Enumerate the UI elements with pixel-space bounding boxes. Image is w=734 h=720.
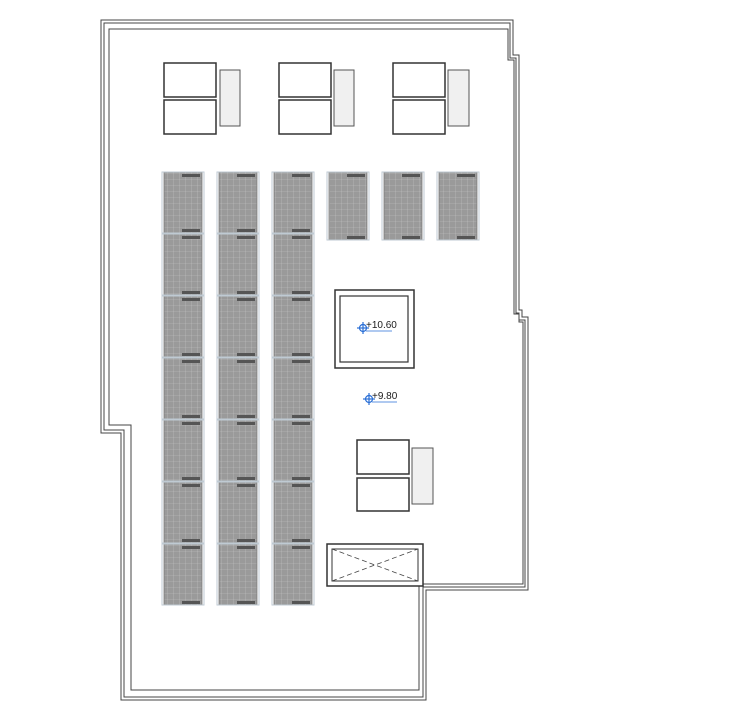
level-marker: +10.60 bbox=[357, 320, 397, 334]
solar-panel bbox=[216, 357, 260, 420]
solar-panel bbox=[271, 233, 315, 296]
hvac-unit bbox=[356, 439, 434, 512]
solar-panel bbox=[161, 233, 205, 296]
level-marker-icon bbox=[357, 322, 369, 334]
roof-outline bbox=[100, 19, 529, 701]
solar-panel bbox=[216, 171, 260, 234]
solar-panel bbox=[271, 419, 315, 482]
level-label: +10.60 bbox=[366, 320, 397, 331]
level-marker-icon bbox=[363, 393, 375, 405]
solar-panel bbox=[216, 481, 260, 544]
solar-panel-array bbox=[161, 171, 480, 606]
solar-panel bbox=[271, 295, 315, 358]
solar-panel bbox=[161, 419, 205, 482]
solar-column bbox=[271, 171, 315, 606]
solar-column bbox=[436, 171, 480, 241]
roof-outline-inner bbox=[108, 28, 524, 691]
hvac-unit bbox=[163, 62, 241, 135]
solar-panel bbox=[436, 171, 480, 241]
roof-outline-outer bbox=[100, 19, 529, 701]
solar-panel bbox=[326, 171, 370, 241]
x-cross-icon bbox=[331, 548, 419, 582]
hvac-unit bbox=[278, 62, 355, 135]
solar-column bbox=[381, 171, 425, 241]
solar-panel bbox=[216, 419, 260, 482]
solar-panel bbox=[381, 171, 425, 241]
solar-column bbox=[161, 171, 205, 606]
roof-outline-mid bbox=[103, 22, 526, 698]
solar-panel bbox=[271, 481, 315, 544]
solar-panel bbox=[271, 171, 315, 234]
level-marker: +9.80 bbox=[363, 391, 398, 405]
level-label: +9.80 bbox=[372, 391, 398, 402]
solar-column bbox=[326, 171, 370, 241]
hvac-units bbox=[163, 62, 470, 512]
solar-panel bbox=[216, 543, 260, 606]
solar-panel bbox=[161, 543, 205, 606]
roof-hatch bbox=[326, 543, 424, 587]
solar-panel bbox=[161, 481, 205, 544]
solar-panel bbox=[161, 171, 205, 234]
solar-panel bbox=[271, 357, 315, 420]
solar-panel bbox=[216, 233, 260, 296]
skylight bbox=[334, 289, 415, 369]
solar-panel bbox=[216, 295, 260, 358]
solar-panel bbox=[161, 295, 205, 358]
solar-panel bbox=[271, 543, 315, 606]
solar-panel bbox=[161, 357, 205, 420]
hvac-unit bbox=[392, 62, 470, 135]
solar-column bbox=[216, 171, 260, 606]
